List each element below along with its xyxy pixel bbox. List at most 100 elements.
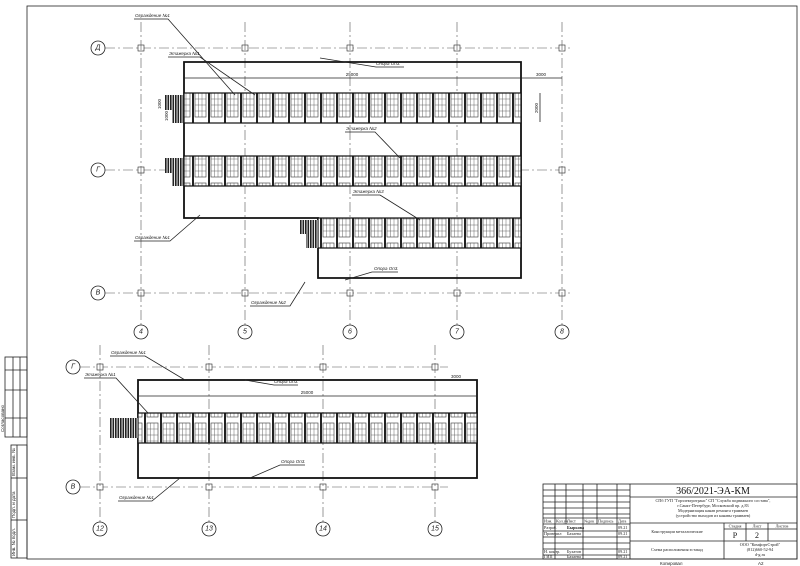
label-stage-3: Этажерка №3 (353, 189, 384, 194)
axis-label-col: 8 (560, 329, 564, 336)
dim-length: 25000 (301, 390, 314, 395)
axis-label-col: 5 (243, 329, 247, 336)
sheet-title: Схема расположения эстакад (651, 547, 704, 552)
stamp-inv-orig: Инв. № подл. (11, 528, 16, 556)
axis-label-col: 7 (455, 329, 460, 336)
label-support-2: Опора Оп3. (281, 459, 305, 464)
axis-bubble-col (315, 521, 331, 537)
stage-value: Р (733, 531, 738, 540)
axis-bubble-col (92, 521, 108, 537)
customer-line: Модернизация канав ремонта трамваев (678, 508, 748, 513)
axis-bubble-row (65, 479, 81, 495)
sheets-label: Листов (776, 524, 789, 529)
column-header: Кол.уч (556, 519, 568, 524)
axis-bubble-col (449, 324, 465, 340)
stairs-1 (110, 418, 138, 438)
axis-bubble-col (133, 324, 149, 340)
customer-line: (устройство выходов из канавы трамваев) (676, 513, 751, 518)
axis-bubble-row (90, 162, 106, 178)
label-stage-2: Этажерка №2 (346, 126, 377, 131)
sheet-frame (26, 5, 798, 560)
stage-1 (137, 412, 478, 444)
stamp-inv-replace: Взам. инв. № (11, 448, 16, 476)
dim-length: 25000 (346, 72, 359, 77)
column-header: Лист (567, 519, 576, 524)
dim-stair: 1000 (164, 110, 169, 121)
axis-label-col: 13 (205, 526, 213, 533)
axis-label-col: 4 (139, 329, 143, 336)
person-date: 09.21 (618, 525, 627, 530)
format-label: А2 (758, 561, 764, 566)
axis-bubble-col (237, 324, 253, 340)
axis-label-row: В (71, 484, 76, 491)
stage-1 (183, 92, 522, 124)
stairs-3 (300, 220, 318, 234)
axis-label-row: Г (71, 364, 76, 371)
person-date: 09.21 (618, 531, 627, 536)
axis-label-row: Д (95, 45, 101, 52)
label-fence-1b: Ограждение №1 (135, 235, 170, 240)
axis-label-col: 14 (319, 526, 327, 533)
axis-label-col: 12 (96, 526, 104, 533)
stairs-2 (165, 158, 184, 173)
person-role: Разраб. (544, 525, 557, 530)
label-fence-1: Ограждение №1 (111, 350, 146, 355)
company-site: d-g.ru (755, 552, 766, 557)
customer-line: СПб ГУП "Горэлектротранс" СП "Служба под… (656, 498, 771, 504)
axis-bubble-col (201, 521, 217, 537)
label-fence-1: Ограждение №1 (135, 13, 170, 18)
label-support-2: Опора Оп3. (374, 266, 398, 271)
axis-bubble-col (427, 521, 443, 537)
person-date: 09.21 (618, 554, 627, 559)
person-role: Проверил (544, 531, 561, 536)
company-phone: (812)660-52-94 (747, 547, 774, 552)
axis-label-col: 6 (348, 329, 352, 336)
axis-bubble-row (90, 40, 106, 56)
person-name: Бахаева (567, 531, 581, 536)
plan-bottom: Г В 12 13 14 15 25000 3000 Ограждение №1 Этаж… (65, 345, 478, 537)
person-date: 09.21 (618, 549, 627, 554)
dim-width: 2000 (534, 102, 539, 113)
person-name: Быркова (567, 525, 585, 530)
person-role: ГИП (544, 554, 552, 559)
dim-stair: 1000 (157, 98, 162, 109)
platform-outline (183, 61, 522, 279)
company-name: ООО "КомфортСтрой" (740, 542, 781, 547)
sheet-value: 2 (755, 531, 759, 540)
axis-bubble-col (342, 324, 358, 340)
column-header: Изм. (544, 519, 552, 524)
stage-2 (183, 155, 522, 187)
stage-3 (317, 217, 522, 249)
axis-label-col: 15 (431, 526, 439, 533)
person-name: Бухатов (567, 549, 581, 554)
axis-label-row: Г (96, 167, 101, 174)
label-support: Опора Оп3. (274, 379, 298, 384)
label-fence-2: Ограждение №2 (251, 300, 286, 305)
dim-offset: 3000 (451, 374, 462, 379)
side-stamp: Согласовано Взам. инв. № Подп. и дата Ин… (0, 356, 28, 559)
label-stage-1: Этажерка №1 (85, 372, 116, 377)
stamp-sign-date: Подп. и дата (11, 491, 16, 518)
label-fence-1b: Ограждение №1 (119, 495, 154, 500)
copied-label: Копировал (660, 561, 683, 566)
axis-bubble-row (65, 359, 81, 375)
stage-label: Стадия (729, 524, 742, 529)
sheet-label: Лист (753, 524, 762, 529)
person-role: Н. контр. (544, 549, 560, 554)
person-name: Бахаева (567, 554, 581, 559)
axis-bubble-row (90, 285, 106, 301)
label-stage-1: Этажерка №1 (169, 51, 200, 56)
column-header: Подпись (598, 519, 613, 524)
customer-line: г.Санкт-Петербург, Московский пр. д.83 (677, 503, 748, 509)
axis-bubble-col (554, 324, 570, 340)
dim-offset: 3000 (536, 72, 547, 77)
stairs-1 (165, 95, 184, 110)
column-header: №док (584, 519, 595, 524)
stamp-agreed: Согласовано (0, 404, 5, 432)
label-support: Опора Оп3. (376, 61, 400, 66)
column-header: Дата (618, 519, 626, 524)
section-title: Конструкции металлические (651, 529, 703, 534)
